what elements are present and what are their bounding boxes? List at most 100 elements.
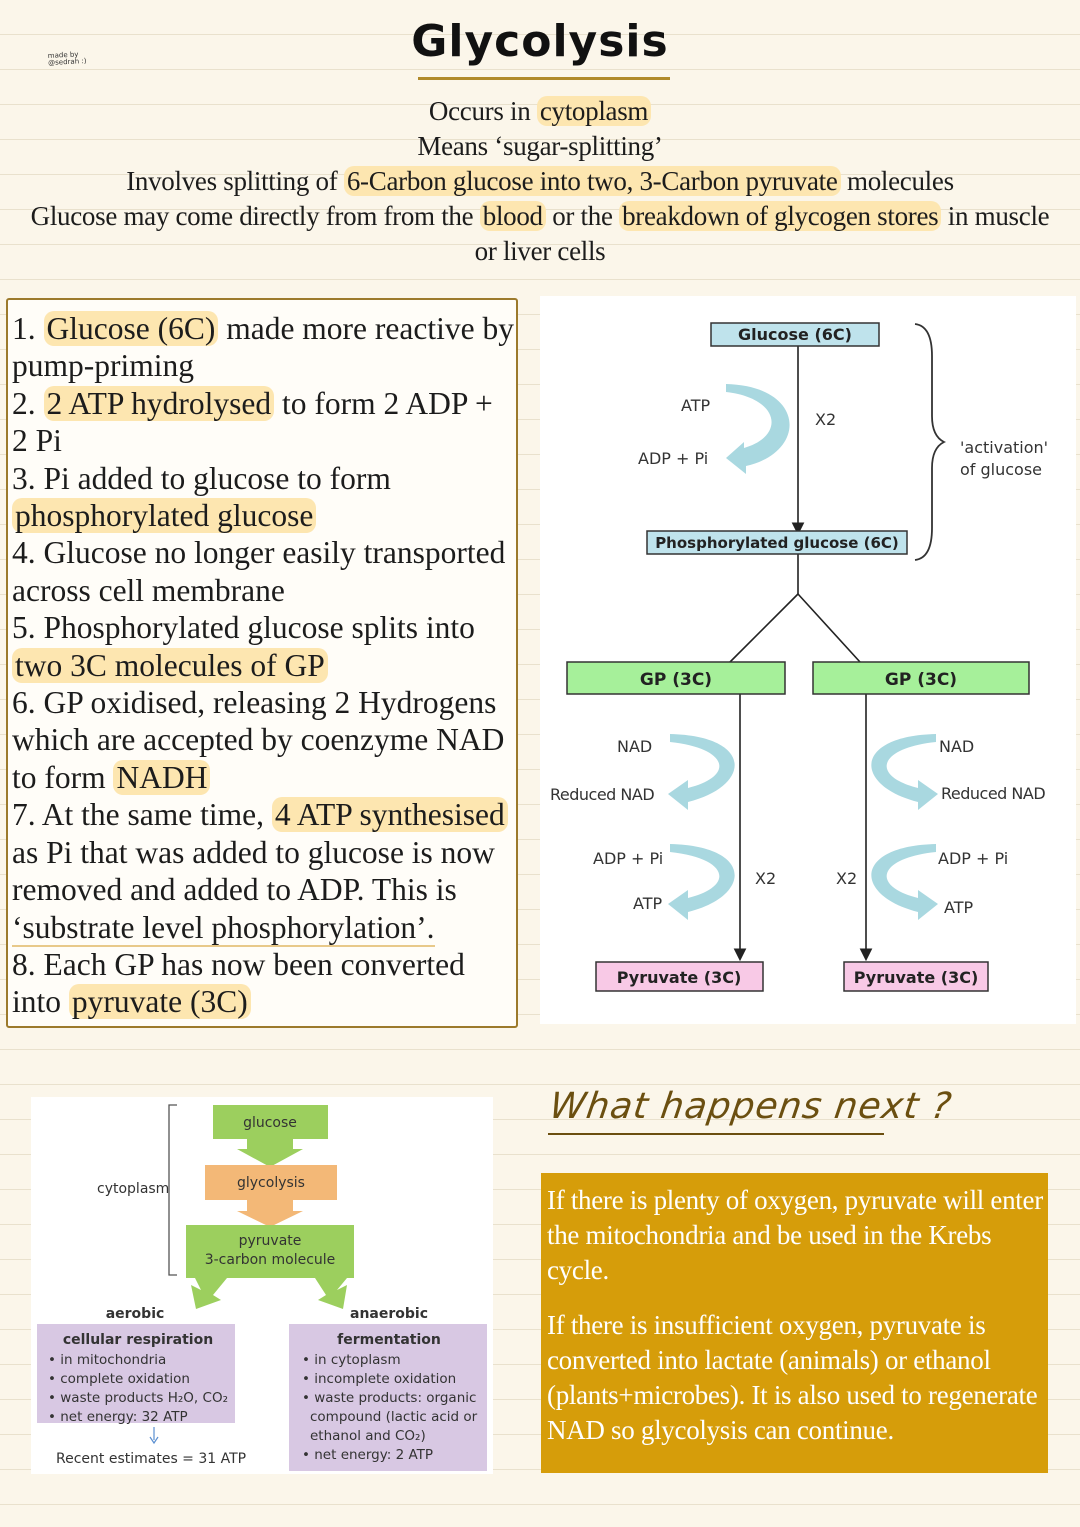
pyruvate-text: pyruvate <box>239 1233 302 1249</box>
underlined-term: ‘substrate level phosphorylation’. <box>12 909 435 947</box>
atp-curved-arrow-left <box>668 844 735 920</box>
step-line: 1. Glucose (6C) made more reactive by <box>12 311 514 346</box>
step-line: pump-priming <box>12 348 194 384</box>
cytoplasm-bracket <box>168 1104 177 1276</box>
pyruvate-block <box>186 1225 354 1278</box>
anaerobic-arrow <box>315 1278 347 1309</box>
pyruvate-box-right <box>843 961 989 992</box>
glycolysis-flow-diagram: Glucose (6C) Phosphorylated glucose (6C)… <box>540 296 1076 1024</box>
step-line: 5. Phosphorylated glucose splits into <box>12 610 475 646</box>
reduced-nad-label-right: Reduced NAD <box>941 784 1045 803</box>
step-line: 2. 2 ATP hydrolysed to form 2 ADP + <box>12 385 493 421</box>
atp-label: ATP <box>681 396 710 415</box>
cytoplasm-label: cytoplasm <box>97 1181 169 1197</box>
gp-label-left: GP (3C) <box>640 670 712 690</box>
flow-line <box>797 593 861 663</box>
step-line: 7. At the same time, 4 ATP synthesised <box>12 796 516 833</box>
oxygen-plenty-paragraph: If there is plenty of oxygen, pyruvate w… <box>547 1185 1043 1285</box>
anaerobic-item: • incomplete oxidation <box>302 1371 456 1387</box>
atp-label-left: ATP <box>633 894 662 913</box>
fermentation-title: fermentation <box>337 1332 441 1348</box>
highlight: NADH <box>113 759 211 795</box>
estimate-text: Recent estimates = 31 ATP <box>56 1451 246 1467</box>
atp-label-right: ATP <box>944 898 973 917</box>
x2-label-left: X2 <box>755 869 776 888</box>
pyruvate-subtext: 3-carbon molecule <box>205 1252 336 1268</box>
intro-line: Involves splitting of 6-Carbon glucose i… <box>126 166 954 196</box>
x2-label: X2 <box>815 410 836 429</box>
aerobic-label: aerobic <box>106 1306 165 1322</box>
anaerobic-item: ethanol and CO₂) <box>310 1428 426 1444</box>
glycolysis-arrow <box>237 1200 303 1227</box>
step-line: 8. Each GP has now been converted <box>12 946 465 982</box>
what-happens-next-box: If there is plenty of oxygen, pyruvate w… <box>541 1173 1048 1473</box>
anaerobic-item: compound (lactic acid or <box>310 1409 478 1425</box>
anaerobic-item: • waste products: organic <box>302 1390 476 1406</box>
what-happens-next-heading: What happens next ? <box>547 1086 955 1127</box>
gp-box-right <box>812 661 1030 695</box>
nad-curved-arrow-left <box>668 734 735 810</box>
step-line: into pyruvate (3C) <box>12 983 516 1020</box>
aerobic-item: • in mitochondria <box>48 1352 166 1368</box>
pyruvate-label-right: Pyruvate (3C) <box>854 968 979 987</box>
gp-label-right: GP (3C) <box>885 670 957 690</box>
glycolysis-text: glycolysis <box>237 1175 305 1191</box>
highlight: phosphorylated glucose <box>12 498 317 534</box>
step-line: 4. Glucose no longer easily transported <box>12 535 506 571</box>
highlight: breakdown of glycogen stores <box>619 201 942 231</box>
phosphorylated-glucose-box <box>646 530 908 555</box>
oxygen-insufficient-paragraph: If there is insufficient oxygen, pyruvat… <box>547 1310 1038 1445</box>
atp-curved-arrow-right <box>871 844 938 920</box>
aerobic-box <box>37 1324 235 1423</box>
step-line: 6. GP oxidised, releasing 2 Hydrogens <box>12 685 497 721</box>
step-line: 2 Pi <box>12 423 62 459</box>
highlight: Glucose (6C) <box>43 311 219 346</box>
highlight: 4 ATP synthesised <box>271 797 508 833</box>
adp-pi-label: ADP + Pi <box>638 449 708 468</box>
adp-pi-label-left: ADP + Pi <box>593 849 663 868</box>
anaerobic-box <box>289 1324 487 1471</box>
flow-line <box>729 593 799 663</box>
adp-pi-label-right: ADP + Pi <box>938 849 1008 868</box>
activation-brace <box>914 323 947 561</box>
intro-line: Occurs in cytoplasm <box>0 94 1080 129</box>
glucose-label: Glucose (6C) <box>738 325 852 344</box>
phosphorylated-glucose-label: Phosphorylated glucose (6C) <box>655 534 899 552</box>
step-line: across cell membrane <box>12 572 285 608</box>
step-line: two 3C molecules of GP <box>12 647 516 684</box>
pyruvate-label-left: Pyruvate (3C) <box>617 968 742 987</box>
aerobic-item: • waste products H₂O, CO₂ <box>48 1390 228 1406</box>
step-line: phosphorylated glucose <box>12 497 516 534</box>
highlight: cytoplasm <box>536 96 652 126</box>
nad-label-left: NAD <box>617 737 652 756</box>
step-line: removed and added to ADP. This is <box>12 872 457 908</box>
atp-curved-arrow <box>726 384 790 474</box>
reduced-nad-label-left: Reduced NAD <box>550 785 654 804</box>
highlight: 6-Carbon glucose into two, 3-Carbon pyru… <box>343 166 841 196</box>
glucose-text: glucose <box>243 1115 297 1131</box>
highlight: 2 ATP hydrolysed <box>43 385 275 421</box>
aerobic-arrow <box>191 1278 227 1309</box>
x2-label-right: X2 <box>836 869 857 888</box>
pyruvate-box-left <box>595 961 764 992</box>
intro-line: Glucose may come directly from from the … <box>30 201 1050 231</box>
glycolysis-block <box>205 1165 337 1200</box>
nad-label-right: NAD <box>939 737 974 756</box>
nad-curved-arrow-right <box>871 734 938 810</box>
highlight: two 3C molecules of GP <box>12 647 328 683</box>
aerobic-item: • complete oxidation <box>48 1371 190 1387</box>
activation-label: of glucose <box>960 460 1042 479</box>
highlight: blood <box>479 201 546 231</box>
activation-label: 'activation' <box>960 438 1048 457</box>
title-underline <box>418 77 670 80</box>
glucose-block <box>213 1105 328 1139</box>
aerobic-item: • net energy: 32 ATP <box>48 1409 188 1425</box>
respiration-pathway-diagram: cytoplasm glucose glycolysis pyruvate 3-… <box>31 1097 493 1474</box>
step-line: ‘substrate level phosphorylation’. <box>12 909 516 947</box>
intro-line: Means ‘sugar-splitting’ <box>417 131 663 161</box>
step-line: to form NADH <box>12 759 516 796</box>
step-line: 3. Pi added to glucose to form <box>12 460 391 496</box>
anaerobic-label: anaerobic <box>350 1306 428 1322</box>
intro-line: or liver cells <box>474 236 606 266</box>
anaerobic-item: • net energy: 2 ATP <box>302 1447 433 1463</box>
